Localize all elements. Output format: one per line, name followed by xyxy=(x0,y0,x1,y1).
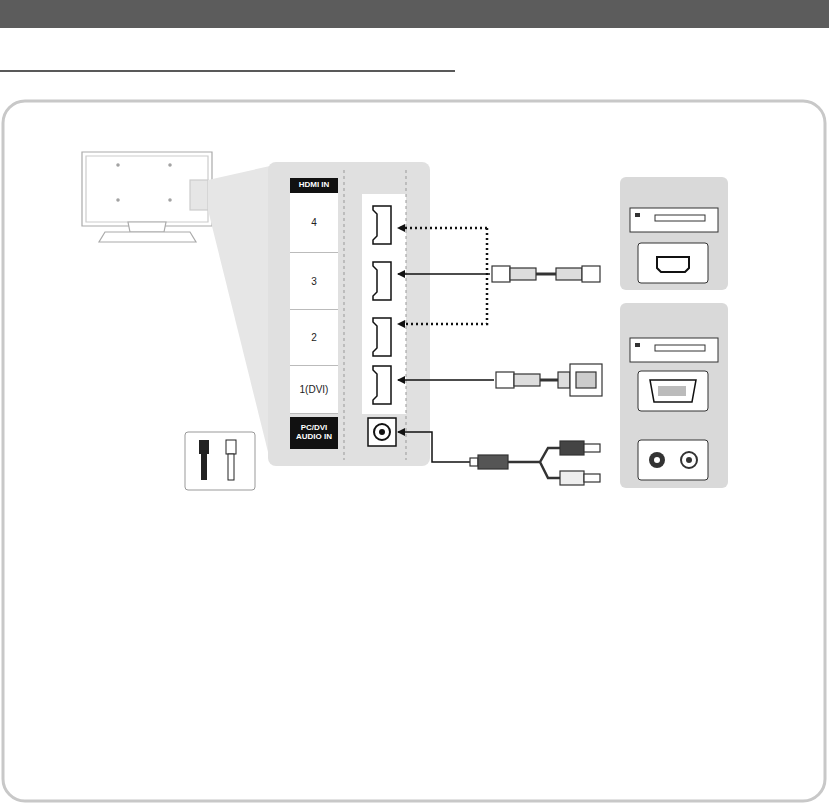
audio-cable xyxy=(470,441,600,485)
hdmi-device xyxy=(620,177,728,290)
rca-plug-icon xyxy=(185,432,255,490)
tv-rear xyxy=(82,152,212,242)
heading-rule xyxy=(0,70,455,72)
dvi-device xyxy=(620,303,728,488)
port-number: 2 xyxy=(290,310,338,366)
wire xyxy=(398,432,470,462)
port-strip xyxy=(362,194,406,414)
wire xyxy=(398,379,494,381)
zoom-wedge xyxy=(208,166,270,460)
label-text: PC/DVI AUDIO IN xyxy=(292,424,336,442)
guide-line xyxy=(406,170,407,460)
alt-connection xyxy=(398,228,487,324)
audio-jack xyxy=(368,418,396,446)
frame xyxy=(3,101,825,801)
alt-connection xyxy=(398,227,487,230)
hdmi-cable xyxy=(492,266,600,282)
label-text: 4 xyxy=(311,217,317,228)
guide-line xyxy=(344,170,345,460)
header-bar xyxy=(0,0,829,28)
label-text: 1(DVI) xyxy=(300,384,329,395)
label-text: HDMI IN xyxy=(299,181,330,190)
audio-input-label: PC/DVI AUDIO IN xyxy=(290,417,338,449)
hdmi-dvi-cable xyxy=(496,364,602,396)
hdmi-port xyxy=(373,206,391,404)
label-text: 2 xyxy=(311,332,317,343)
port-number: 1(DVI) xyxy=(290,366,338,414)
wire xyxy=(398,273,490,275)
jack-panel xyxy=(268,162,430,466)
port-number: 3 xyxy=(290,253,338,310)
port-number: 4 xyxy=(290,193,338,253)
label-text: 3 xyxy=(311,276,317,287)
port-group-label: HDMI IN xyxy=(290,178,338,193)
